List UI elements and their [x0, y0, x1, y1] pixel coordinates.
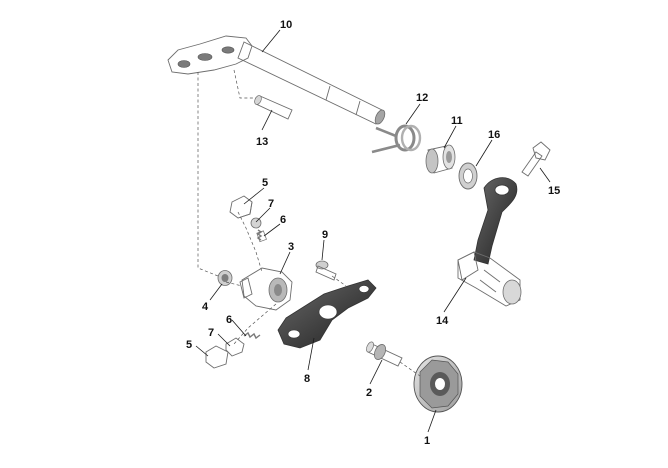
star-wheel-part — [413, 355, 463, 413]
screw-part — [315, 260, 337, 281]
upper-cap-part — [250, 217, 262, 229]
callout-12: 12 — [416, 92, 428, 104]
upper-block-part — [229, 195, 253, 219]
bushing-part — [425, 144, 456, 174]
selector-body-part — [239, 267, 293, 311]
callout-15: 15 — [548, 185, 560, 197]
lower-cap-part — [225, 337, 245, 357]
callout-13: 13 — [256, 136, 268, 148]
washer-part — [458, 162, 478, 190]
bolt-part — [521, 141, 551, 177]
shift-lever-part — [457, 177, 522, 307]
callout-7-upper: 7 — [268, 198, 274, 210]
callout-8: 8 — [304, 373, 310, 385]
pin-part — [254, 95, 293, 120]
callout-5-upper: 5 — [262, 177, 268, 189]
lower-spring-part — [243, 331, 261, 340]
shift-shaft-part — [167, 35, 386, 125]
callout-4: 4 — [202, 301, 209, 313]
callout-leader-lines — [195, 29, 551, 433]
callout-6-lower: 6 — [226, 314, 232, 326]
lower-block-part — [205, 345, 229, 369]
callout-2: 2 — [366, 387, 372, 399]
callout-11: 11 — [451, 115, 463, 127]
callout-7-lower: 7 — [208, 327, 214, 339]
callout-10: 10 — [280, 19, 292, 31]
callout-3: 3 — [288, 241, 294, 253]
assembly-dashed-lines — [197, 69, 421, 377]
upper-spring-part — [256, 229, 267, 243]
callout-9: 9 — [322, 229, 328, 241]
callout-5-lower: 5 — [186, 339, 192, 351]
callout-6-upper: 6 — [280, 214, 286, 226]
stud-part — [366, 341, 403, 367]
callout-16: 16 — [488, 129, 500, 141]
callout-labels: 10 13 12 11 16 15 14 5 7 6 3 9 4 6 7 5 8… — [186, 19, 560, 447]
callout-1: 1 — [424, 435, 430, 447]
plate-part — [277, 279, 377, 349]
callout-14: 14 — [436, 315, 449, 327]
return-spring-part — [371, 124, 422, 154]
small-bushing-part — [217, 270, 233, 286]
